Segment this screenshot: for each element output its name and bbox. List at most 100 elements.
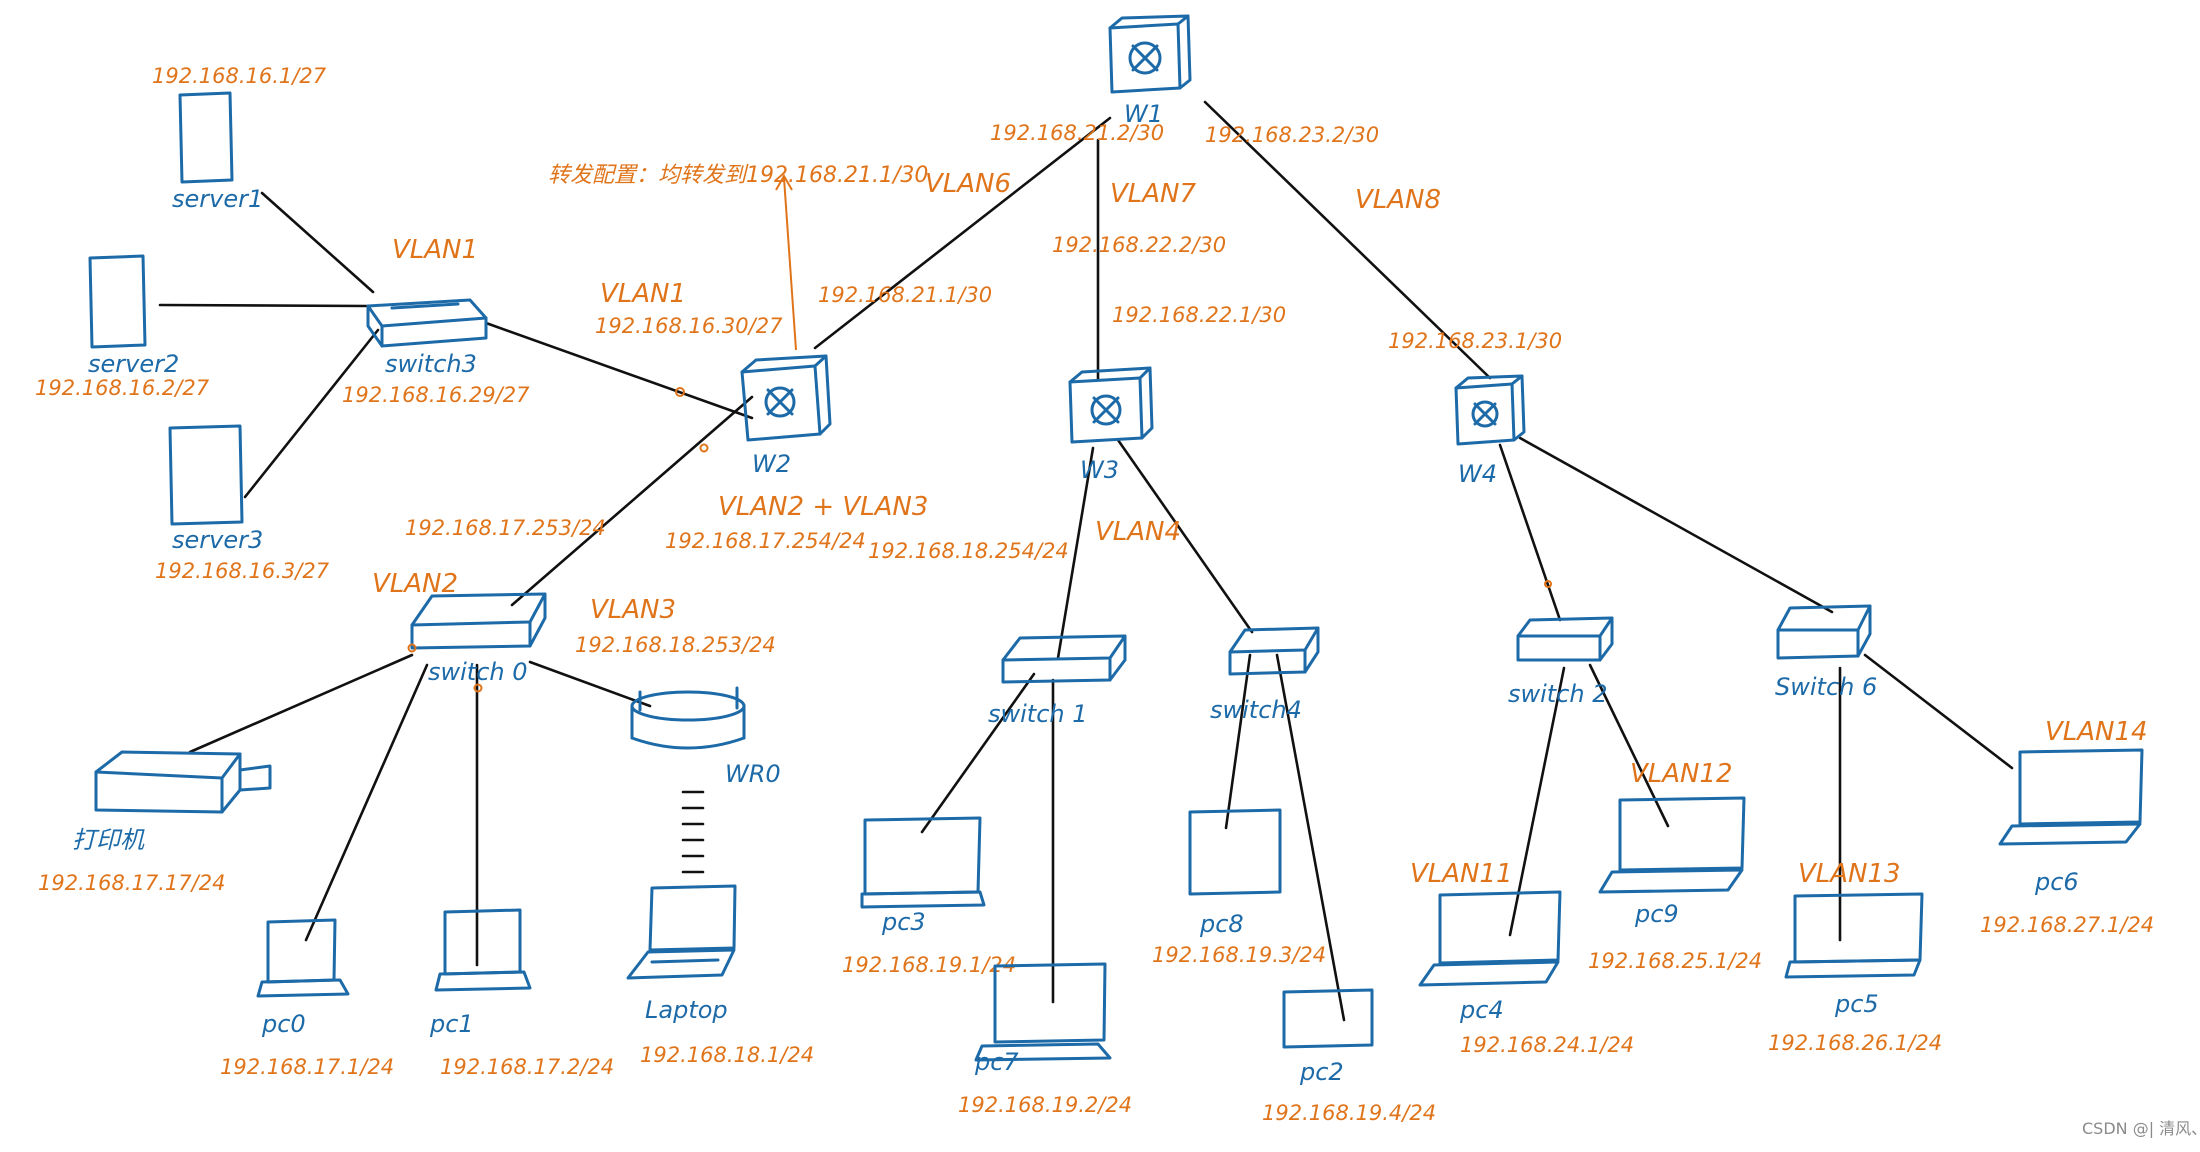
server-server2[interactable]: server2 192.168.16.2/27 <box>35 254 210 400</box>
router-w4[interactable]: W4 <box>1454 374 1526 488</box>
pc7-label: pc7 <box>974 1048 1019 1076</box>
pc1-ip: 192.168.17.2/24 <box>440 1055 614 1079</box>
host-laptop[interactable]: Laptop 192.168.18.1/24 <box>626 884 814 1067</box>
link-w3-switch1 <box>1056 446 1095 660</box>
w2-vlan1-ip: 192.168.16.30/27 <box>595 314 783 338</box>
switch3-label: switch3 <box>385 350 477 378</box>
link-server1-switch3 <box>260 191 375 294</box>
server1-label: server1 <box>172 185 263 213</box>
link-switch1-pc3 <box>920 672 1036 834</box>
link-switch4-pc8 <box>1224 653 1252 830</box>
vlan1-w2-label: VLAN1 <box>600 279 686 309</box>
w1-to-w2-ip: 192.168.21.2/30 <box>990 121 1164 145</box>
router-w1-label: W1 <box>1124 100 1163 128</box>
arrow-head-icon <box>775 173 793 191</box>
pc-icon <box>1188 808 1282 896</box>
pc4-ip: 192.168.24.1/24 <box>1460 1033 1634 1057</box>
watermark: CSDN @| 清风、 <box>2082 1119 2200 1138</box>
pc7-ip: 192.168.19.2/24 <box>958 1093 1132 1117</box>
pc2-label: pc2 <box>1299 1058 1344 1086</box>
switch-icon <box>1228 626 1320 676</box>
vlan12-label: VLAN12 <box>1630 759 1733 789</box>
vlan1-switch-label: VLAN1 <box>392 235 478 265</box>
laptop-icon <box>626 884 737 980</box>
link-w2-switch0 <box>510 395 754 607</box>
pc4-label: pc4 <box>1459 996 1504 1024</box>
router-icon <box>1068 366 1154 444</box>
switch-icon <box>1001 634 1127 684</box>
pc-icon <box>434 908 532 992</box>
host-pc8[interactable]: pc8 192.168.19.3/24 <box>1152 808 1326 967</box>
server-icon <box>178 91 234 184</box>
w1-to-w4-ip: 192.168.23.2/30 <box>1205 123 1379 147</box>
pc6-ip: 192.168.27.1/24 <box>1980 913 2154 937</box>
vlan4-label: VLAN4 <box>1095 517 1181 547</box>
switch-switch3[interactable]: switch3 <box>366 298 488 378</box>
server-icon <box>168 424 244 526</box>
server1-ip: 192.168.16.1/27 <box>152 64 327 88</box>
switch2-label: switch 2 <box>1508 680 1608 708</box>
host-pc9[interactable]: pc9 192.168.25.1/24 <box>1588 796 1762 973</box>
host-pc4[interactable]: pc4 192.168.24.1/24 <box>1418 890 1634 1057</box>
vlan7-label: VLAN7 <box>1110 179 1197 209</box>
link-switch0-printer <box>188 653 414 754</box>
annotation-arrow <box>783 177 797 351</box>
switch-icon <box>366 298 488 348</box>
host-pc3[interactable]: pc3 192.168.19.1/24 <box>842 816 1016 977</box>
port-markers <box>407 387 1552 693</box>
switch-switch1[interactable]: switch 1 <box>988 634 1127 728</box>
switch-switch2[interactable]: switch 2 <box>1508 616 1614 708</box>
printer[interactable]: 打印机 192.168.17.17/24 <box>38 750 272 895</box>
switch-icon <box>410 592 547 650</box>
sw0-vlan3-ip: 192.168.18.253/24 <box>575 633 776 657</box>
w1-to-w3-ip: 192.168.22.2/30 <box>1052 233 1226 257</box>
pc2-ip: 192.168.19.4/24 <box>1262 1101 1436 1125</box>
router-w4-label: W4 <box>1458 460 1497 488</box>
link-switch2-pc4 <box>1508 666 1566 937</box>
switch3-ip: 192.168.16.29/27 <box>342 383 530 407</box>
router-icon <box>1108 14 1192 94</box>
host-pc7[interactable]: pc7 192.168.19.2/24 <box>958 962 1132 1117</box>
switch-switch0[interactable]: switch 0 <box>410 592 547 686</box>
switch1-label: switch 1 <box>988 700 1088 728</box>
server2-label: server2 <box>88 350 179 378</box>
switch-switch4[interactable]: switch4 <box>1210 626 1320 724</box>
router-w2[interactable]: W2 <box>740 354 832 478</box>
host-pc0[interactable]: pc0 192.168.17.1/24 <box>220 918 394 1079</box>
router-w3[interactable]: W3 <box>1068 366 1154 484</box>
link-server3-switch3 <box>243 328 380 499</box>
vlan8-label: VLAN8 <box>1355 185 1441 215</box>
switch6-label: Switch 6 <box>1775 673 1877 701</box>
server3-label: server3 <box>172 526 263 554</box>
switch4-label: switch4 <box>1210 696 1302 724</box>
pc0-ip: 192.168.17.1/24 <box>220 1055 394 1079</box>
switch-switch6[interactable]: Switch 6 <box>1775 604 1877 701</box>
pc-icon <box>1282 988 1374 1049</box>
link-switch6-pc6 <box>1863 653 2014 770</box>
server-server1[interactable]: server1 192.168.16.1/27 <box>152 64 327 213</box>
vlan2-3-label: VLAN2 + VLAN3 <box>718 492 928 522</box>
laptop-icon <box>1998 748 2144 846</box>
pc8-ip: 192.168.19.3/24 <box>1152 943 1326 967</box>
pc-icon <box>860 816 986 909</box>
printer-label: 打印机 <box>72 826 145 854</box>
host-pc1[interactable]: pc1 192.168.17.2/24 <box>429 908 614 1079</box>
router-w1[interactable]: W1 <box>1108 14 1192 128</box>
host-pc2[interactable]: pc2 192.168.19.4/24 <box>1262 988 1436 1125</box>
vlan11-label: VLAN11 <box>1410 859 1513 889</box>
host-pc6[interactable]: pc6 192.168.27.1/24 <box>1980 748 2154 937</box>
link-switch4-pc2 <box>1275 653 1346 1022</box>
pc8-label: pc8 <box>1199 910 1244 938</box>
vlan-labels: VLAN1 VLAN1 VLAN2 VLAN3 VLAN2 + VLAN3 VL… <box>372 169 2148 889</box>
pc5-label: pc5 <box>1834 990 1879 1018</box>
server2-ip: 192.168.16.2/27 <box>35 376 210 400</box>
pc0-label: pc0 <box>261 1010 306 1038</box>
pc6-label: pc6 <box>2034 868 2079 896</box>
link-switch0-wr0 <box>528 660 652 708</box>
vlan13-label: VLAN13 <box>1798 859 1901 889</box>
wireless-router-wr0[interactable]: WR0 <box>630 686 781 874</box>
annotation-text: 转发配置：均转发到192.168.21.1/30 <box>548 163 928 188</box>
server-server3[interactable]: server3 192.168.16.3/27 <box>155 424 330 583</box>
link-switch0-pc0 <box>304 663 429 942</box>
host-pc5[interactable]: pc5 192.168.26.1/24 <box>1768 892 1942 1055</box>
